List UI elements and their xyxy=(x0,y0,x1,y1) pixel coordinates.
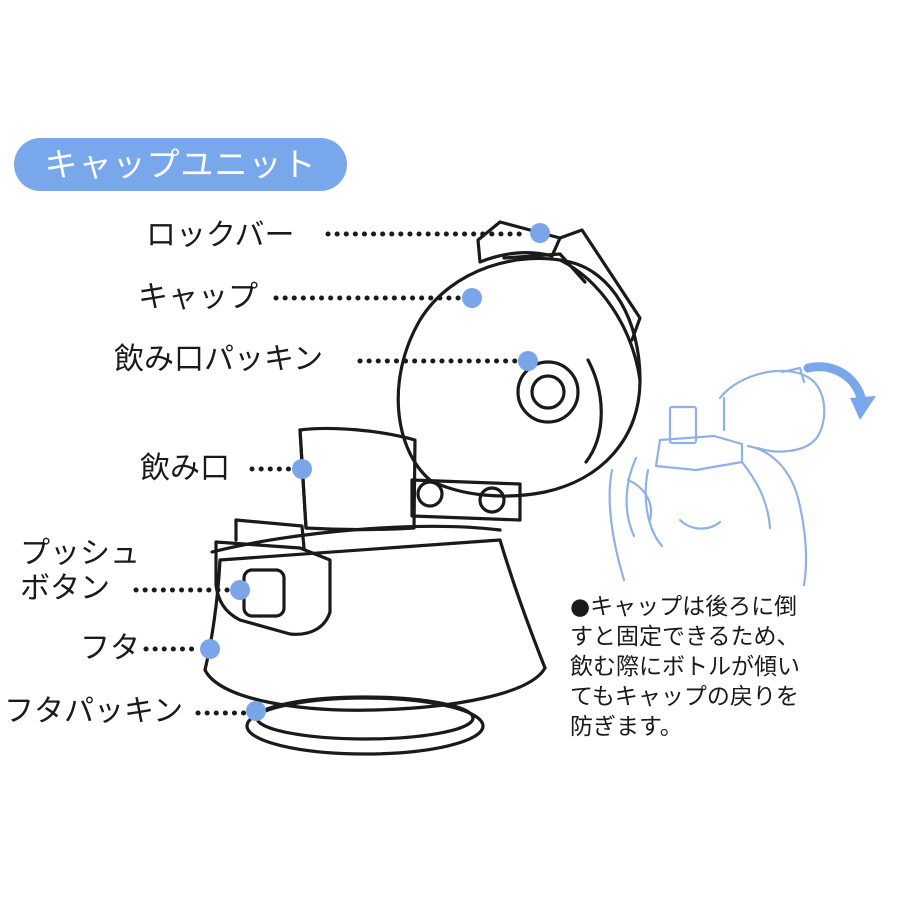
marker-cap xyxy=(462,288,482,308)
label-push-button-line2: ボタン xyxy=(20,571,110,606)
marker-lock-bar xyxy=(530,223,550,243)
note-line-2: すと固定できるため、 xyxy=(570,624,800,650)
leader-lines xyxy=(133,231,531,716)
label-lid-packing: フタパッキン xyxy=(4,694,184,729)
callout-markers xyxy=(200,223,550,721)
label-lock-bar: ロックバー xyxy=(146,218,295,253)
rotation-arrow-icon xyxy=(803,362,876,420)
label-mouthpiece: 飲み口 xyxy=(140,451,230,486)
label-push-button-line1: プッシュ xyxy=(20,536,140,571)
label-lid: フタ xyxy=(80,631,140,666)
marker-lid-packing xyxy=(246,701,266,721)
note-line-1: ●キャップは後ろに倒 xyxy=(570,594,798,620)
marker-mouthpiece xyxy=(292,459,312,479)
label-cap: キャップ xyxy=(138,280,258,315)
title-badge: キャップユニット xyxy=(14,138,347,191)
marker-mouthpiece-packing xyxy=(518,351,538,371)
marker-push-button xyxy=(230,580,250,600)
label-mouthpiece-packing: 飲み口パッキン xyxy=(114,342,324,377)
cap-unit-drawing xyxy=(203,220,642,756)
note-line-5: 防ぎます。 xyxy=(570,714,683,740)
marker-lid xyxy=(200,639,220,659)
note-text: ●キャップは後ろに倒 すと固定できるため、 飲む際にボトルが傾い てもキャップの… xyxy=(570,592,850,742)
note-line-3: 飲む際にボトルが傾い xyxy=(570,654,800,680)
drinking-illustration xyxy=(608,366,826,587)
note-line-4: てもキャップの戻りを xyxy=(570,684,799,710)
